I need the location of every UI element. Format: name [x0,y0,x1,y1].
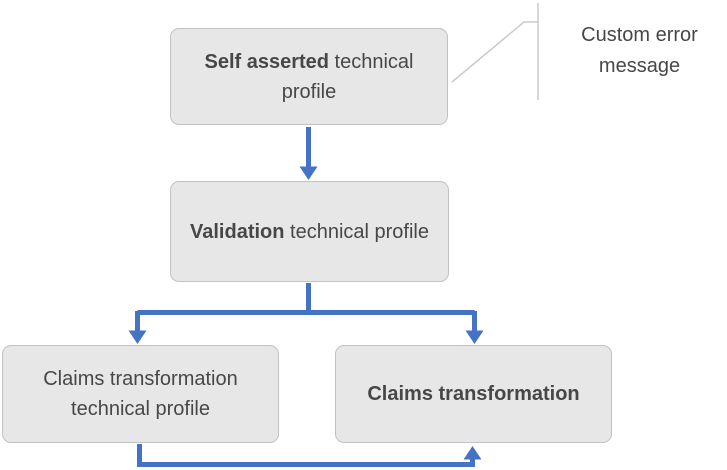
callout-leader-line [451,3,539,100]
node-label: Claims transformation [367,383,580,405]
node-label: Claims transformation technical profile [43,368,238,420]
node-self-asserted-technical-profile: Self asserted technical profile [170,28,448,125]
node-claims-transformation-technical-profile: Claims transformation technical profile [2,345,279,443]
arrow-self-asserted-to-validation [299,127,318,180]
node-label: Self asserted technical profile [204,50,414,103]
arrow-validation-to-claims-boxes [128,283,484,344]
node-validation-technical-profile: Validation technical profile [170,181,449,282]
callout-custom-error-message: Custom error message [581,24,698,77]
node-label: Validation technical profile [190,220,429,243]
node-claims-transformation: Claims transformation [335,345,612,443]
arrow-claims-tp-to-claims [137,444,482,467]
